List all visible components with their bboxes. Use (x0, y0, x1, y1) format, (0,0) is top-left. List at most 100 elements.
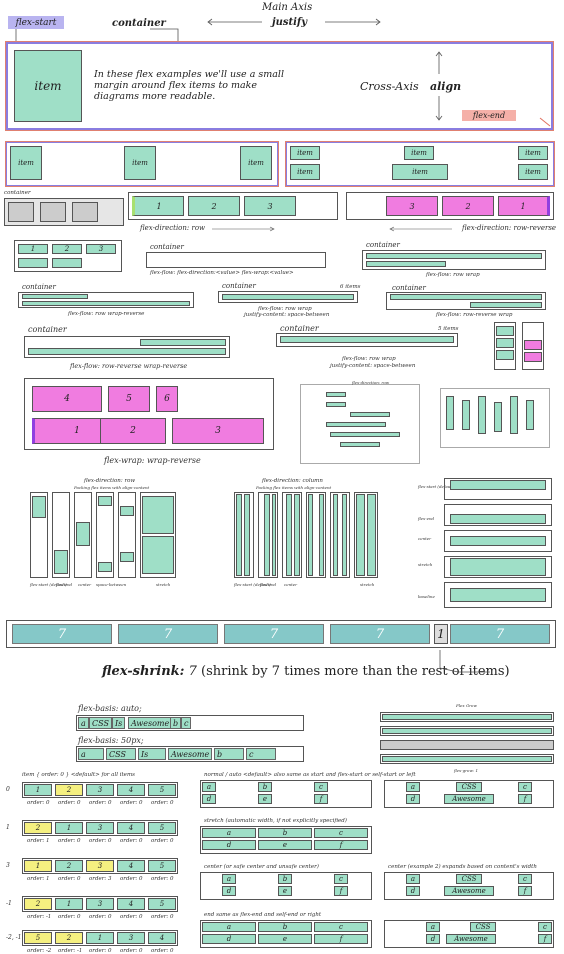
order-label: order: 0 (120, 914, 143, 920)
space-between-caption-2: justify-content: space-between (244, 312, 330, 318)
reverse-item-1: 1 (498, 196, 550, 216)
basis-auto-css: CSS (89, 717, 112, 729)
grid-cell: f (314, 934, 368, 944)
ac-row-1-a (32, 496, 46, 518)
ac-col-5-b (342, 494, 347, 576)
item-h: item (518, 146, 548, 160)
ac-row-6-b (142, 536, 174, 574)
row-reverse-arrow (389, 226, 452, 232)
flow-container-label-4: container (222, 282, 256, 290)
row-wrap-container (362, 250, 546, 270)
wrap-reverse-caption: flex-flow: row wrap-reverse (68, 311, 145, 317)
ac-row-3 (74, 492, 92, 578)
order-label: order: 0 (120, 838, 143, 844)
jt-6 (340, 442, 380, 447)
ac-row-label-2: flex-end (56, 582, 73, 587)
order-label: order: 0 (58, 838, 81, 844)
order-side-label: 0 (6, 786, 10, 793)
ac-row-3-a (76, 522, 90, 546)
flow-mini-2: 2 (52, 244, 82, 254)
shrink-item-2: 7 (118, 624, 218, 644)
grid-cell: c (314, 828, 368, 838)
ac-row-label-3: center (78, 582, 92, 587)
ac-row-5 (118, 492, 136, 578)
align-stretch-caption: stretch (automatic width, if not explici… (204, 818, 347, 824)
order-item: 5 (148, 898, 176, 910)
grid-cell: d (222, 886, 236, 896)
item-b: item (124, 146, 156, 180)
ac-col-5-a (333, 494, 338, 576)
reverse-item-3: 3 (386, 196, 438, 216)
ai-row-1 (444, 478, 552, 500)
rr-wrap-reverse-container (24, 336, 230, 358)
small-grid-cell-1 (8, 202, 34, 222)
grid-cell: c (314, 922, 368, 932)
grid-cell: f (538, 934, 552, 944)
grid-cell: a (406, 874, 420, 884)
order-label: order: 0 (58, 800, 81, 806)
ac-col-4 (306, 492, 326, 578)
row-container (128, 192, 338, 220)
order-item: 5 (148, 784, 176, 796)
wr-item-5: 5 (108, 386, 150, 412)
justify-table (300, 384, 420, 464)
justify-table-title: flex-direction: row (352, 380, 390, 385)
flex-start-tag: flex-start (8, 16, 64, 29)
grid-cell: c (518, 782, 532, 792)
column-mini-1 (494, 322, 516, 370)
ac-col-label-2: flex-end (260, 582, 277, 587)
order-row-container (22, 930, 178, 946)
row-direction-caption: flex-direction: row (140, 224, 206, 232)
flow-container-label: container (150, 243, 184, 251)
end-grid-2 (384, 920, 554, 948)
shrink-caption-rest: (shrink by 7 times more than the rest of… (201, 664, 510, 679)
order-label: order: 0 (151, 876, 174, 882)
ai-row-2-items (450, 514, 546, 524)
justify-label: justify (272, 17, 308, 28)
basis-auto-container (76, 715, 304, 731)
center-ex-grid (384, 872, 554, 900)
ac-col-3-b (294, 494, 300, 576)
wrap-reverse-container (18, 292, 194, 308)
ac-row-4-a (98, 496, 112, 506)
basis-auto-label: flex-basis: auto; (78, 704, 142, 713)
ac-col-1 (234, 492, 254, 578)
item-g: item (392, 164, 448, 180)
order-row-container (22, 896, 178, 912)
items-5-label: 5 items (438, 326, 459, 332)
jt-3 (350, 412, 390, 417)
ai-row-2 (444, 504, 552, 526)
wr-item-3: 3 (172, 418, 264, 444)
ac-col-2-b (272, 494, 276, 576)
grid-cell: d (426, 934, 440, 944)
row-reverse-caption: flex-direction: row-reverse (462, 224, 557, 232)
shrink-container (6, 620, 556, 648)
row-reverse-wrap-caption: flex-flow: row-reverse wrap (436, 312, 513, 318)
flow-mini-container (14, 240, 122, 272)
cross-axis-arrow (435, 51, 443, 121)
order-label: order: -1 (58, 948, 83, 954)
order-side-label: 3 (6, 862, 10, 869)
ac-row-2-a (54, 550, 68, 574)
grid-cell: Awesome (446, 934, 496, 944)
flow-container-label-7: container (280, 324, 319, 333)
item-c: item (240, 146, 272, 180)
order-label: order: 0 (120, 876, 143, 882)
align-center-caption: center (or safe center and unsafe center… (204, 864, 319, 870)
wr-item-6: 6 (156, 386, 178, 412)
order-label: order: 1 (27, 838, 50, 844)
flow-mini-4 (18, 258, 48, 268)
row-item-3: 3 (244, 196, 296, 216)
order-label: order: 0 (89, 800, 112, 806)
row-wrap-bar-2 (366, 261, 446, 267)
rr-bar-1 (140, 339, 226, 346)
ac-col-3-a (286, 494, 292, 576)
grid-cell: c (334, 874, 348, 884)
flow-container-label-6: container (28, 325, 67, 334)
grow-row-4-items (382, 756, 552, 762)
grow-caption: flex-grow: 1 (454, 768, 479, 773)
small-grid-cell-2 (40, 202, 66, 222)
ac-col-1-a (236, 494, 242, 576)
flow-mini-1: 1 (18, 244, 48, 254)
main-container (6, 42, 553, 130)
